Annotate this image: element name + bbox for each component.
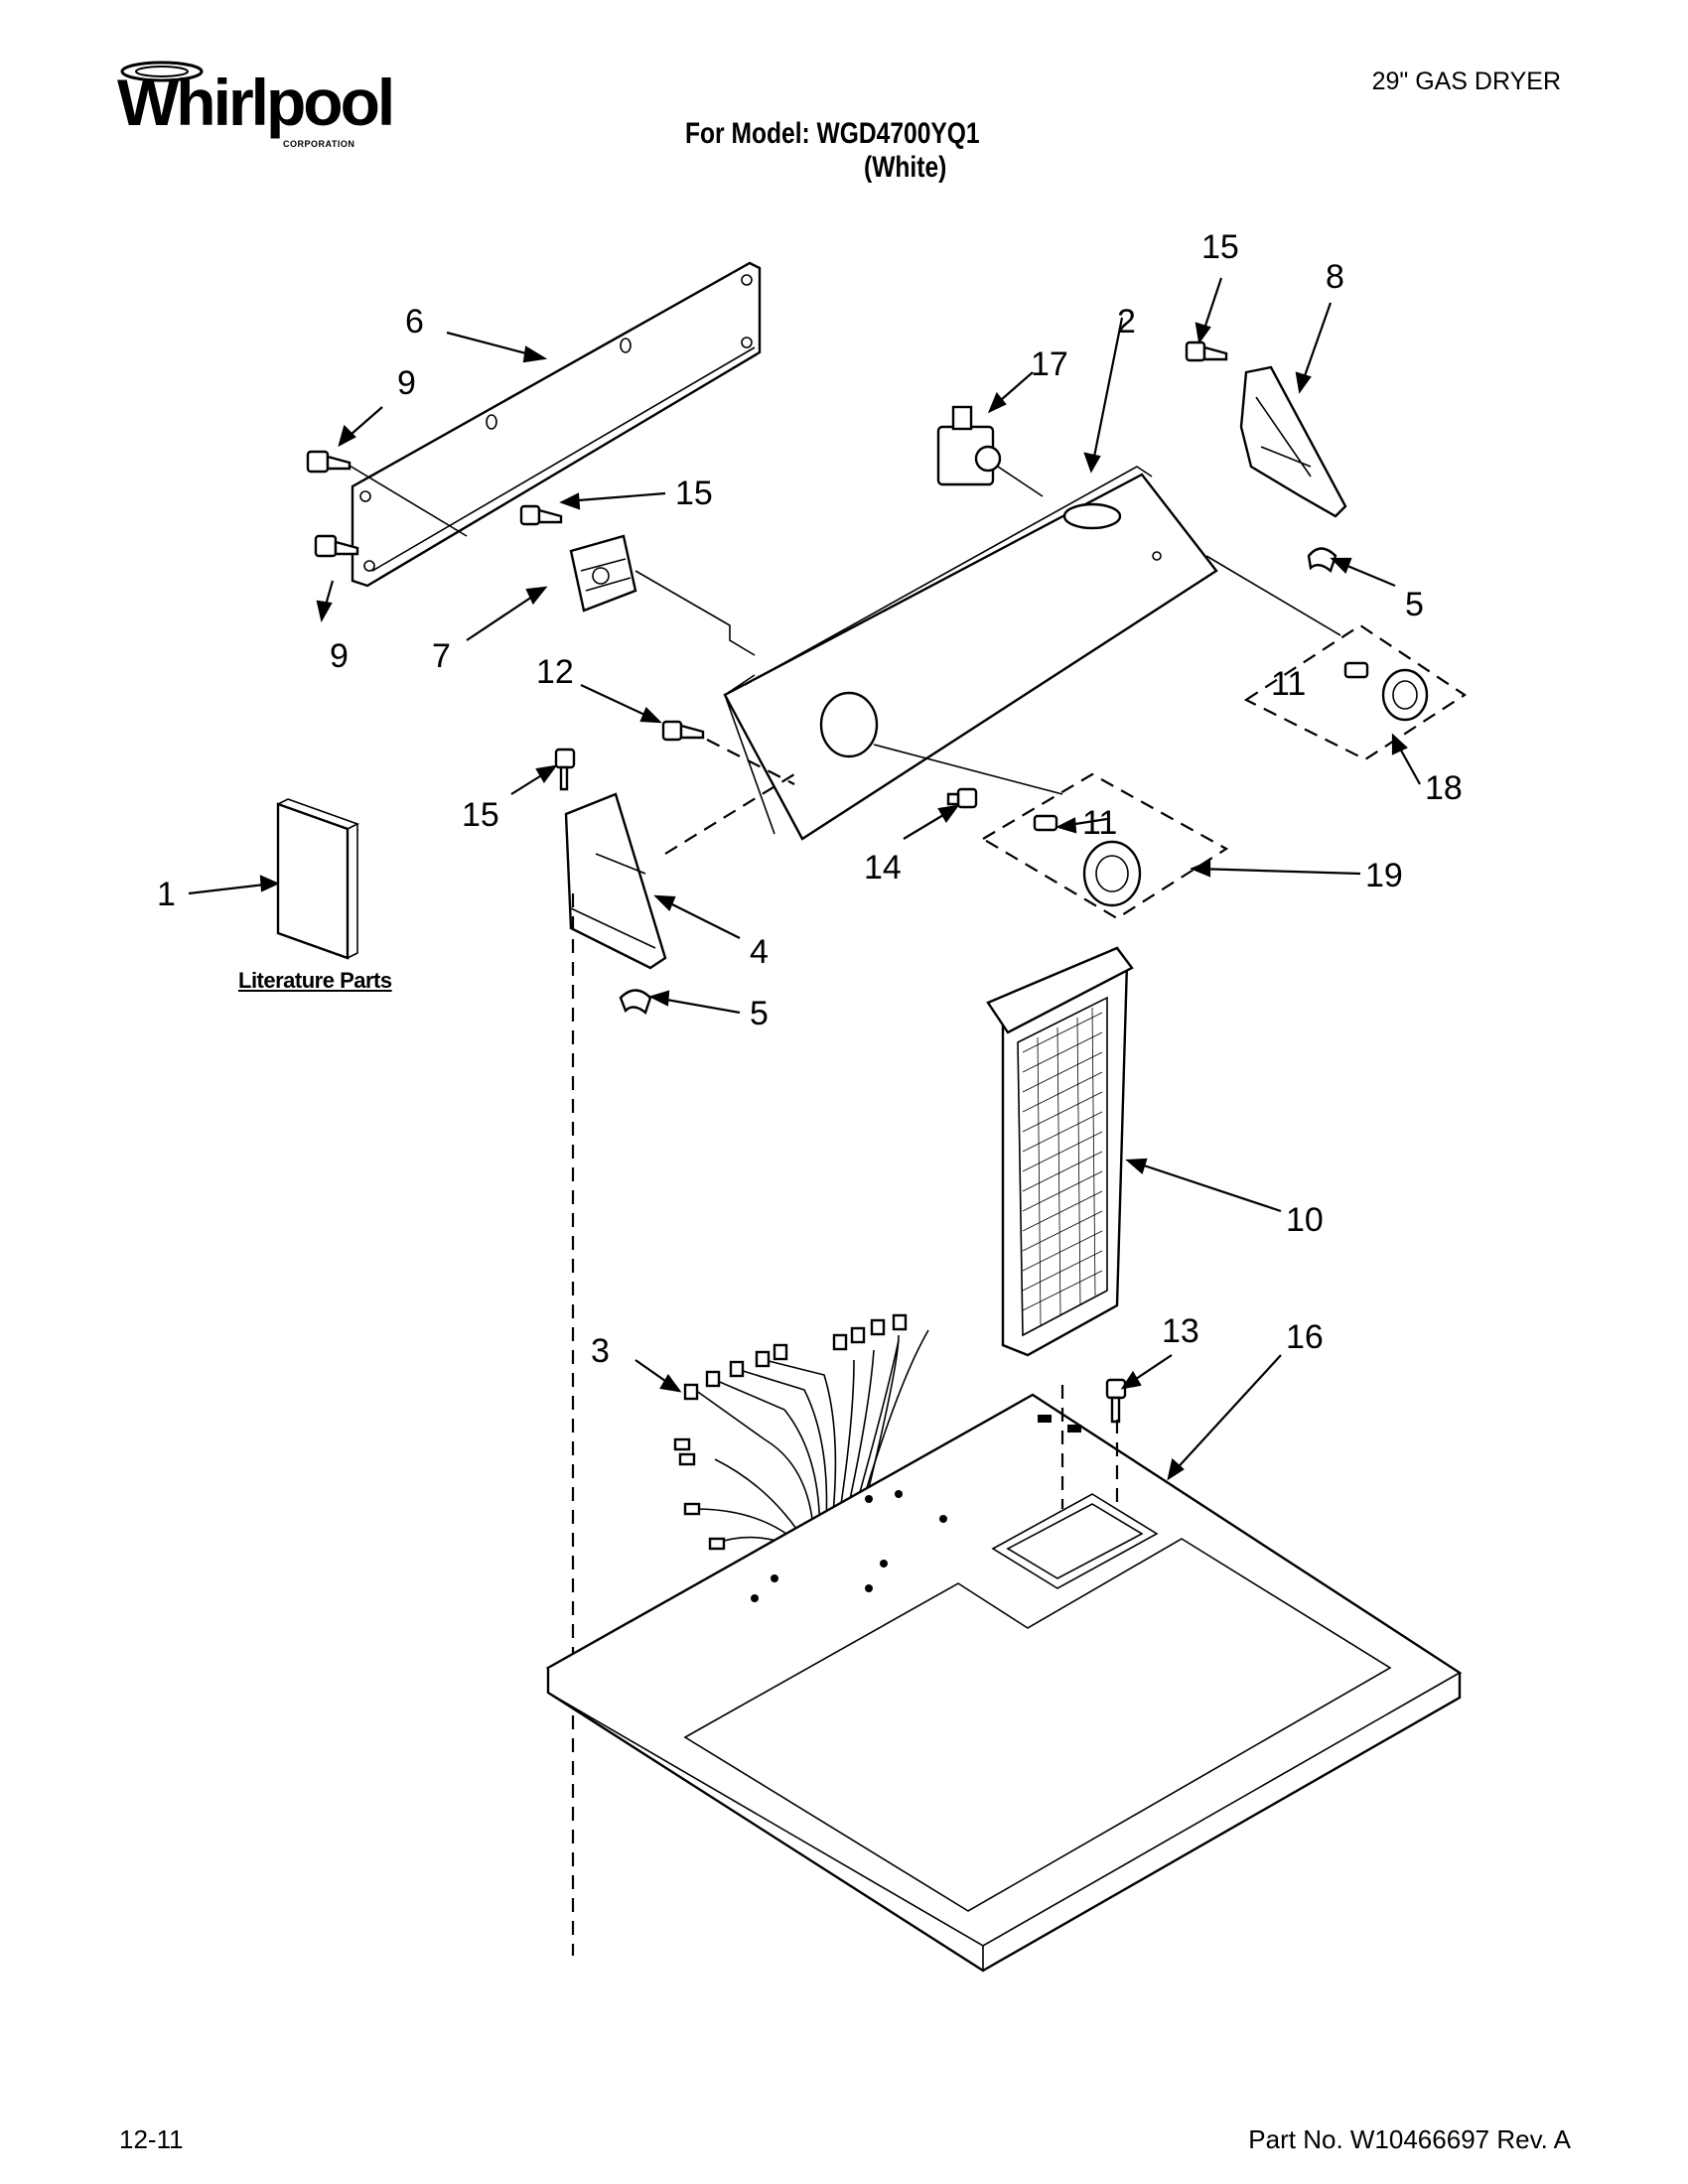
screw-part-15-middle [519, 504, 563, 526]
timer-part-7 [569, 534, 756, 656]
top-panel-part-16 [545, 1385, 1463, 1973]
footer-date: 12-11 [119, 2124, 184, 2154]
literature-parts-label: Literature Parts [238, 968, 392, 993]
callout-1: 1 [157, 876, 176, 913]
model-color: (White) [864, 151, 947, 184]
brand-logo: Whirlpool [117, 66, 395, 139]
callout-9-top: 9 [397, 364, 416, 402]
knob-kit-part-18 [1243, 623, 1468, 761]
screw-part-12 [661, 720, 795, 785]
rear-panel-part-6 [351, 261, 762, 588]
callout-3: 3 [591, 1332, 610, 1370]
callout-10: 10 [1286, 1201, 1324, 1239]
screw-part-9-bottom [314, 534, 359, 558]
callout-15-left: 15 [462, 796, 499, 834]
clip-part-5-left [619, 989, 652, 1016]
screw-part-13 [1105, 1378, 1127, 1424]
callout-19: 19 [1365, 857, 1403, 894]
callout-12: 12 [536, 653, 574, 691]
callout-15-top: 15 [1201, 228, 1239, 266]
callout-18: 18 [1425, 769, 1463, 807]
callout-9-bottom: 9 [330, 637, 349, 675]
switch-part-17 [936, 405, 1044, 497]
whirlpool-logo-swoosh [120, 61, 204, 82]
screw-part-15-top [1185, 341, 1228, 362]
callout-2: 2 [1117, 303, 1136, 341]
callout-7: 7 [432, 637, 451, 675]
end-cap-part-4 [564, 773, 795, 970]
footer-part-number: Part No. W10466697 Rev. A [1248, 2124, 1571, 2154]
callout-8: 8 [1326, 258, 1344, 296]
clip-part-5-right [1307, 547, 1337, 574]
callout-4: 4 [750, 933, 769, 971]
callout-15-middle: 15 [675, 475, 713, 512]
leader-lines [188, 277, 1421, 1481]
callout-13: 13 [1162, 1312, 1199, 1350]
callout-5-left: 5 [750, 995, 769, 1032]
literature-part-1 [276, 798, 360, 960]
knob-kit-part-19 [980, 772, 1229, 920]
console-panel-part-2 [723, 466, 1341, 841]
model-number: For Model: WGD4700YQ1 [685, 117, 980, 150]
document-type: 29" GAS DRYER [1371, 68, 1561, 95]
callout-6: 6 [405, 303, 424, 341]
screw-part-14 [946, 787, 978, 809]
lint-screen-part-10 [986, 946, 1134, 1357]
callout-11-left: 11 [1082, 804, 1117, 842]
brand-corporation: CORPORATION [283, 139, 355, 149]
callout-14: 14 [864, 849, 902, 887]
callout-17: 17 [1031, 345, 1068, 383]
screw-part-9-top [306, 450, 468, 537]
callout-5-right: 5 [1405, 586, 1424, 623]
callout-16: 16 [1286, 1318, 1324, 1356]
callout-11-right: 11 [1271, 665, 1306, 703]
screw-part-15-left [554, 748, 576, 1956]
bracket-part-8 [1239, 365, 1347, 518]
callout-numbers: 6 9 9 15 7 2 17 15 8 5 11 18 19 11 14 12… [157, 228, 1463, 1370]
